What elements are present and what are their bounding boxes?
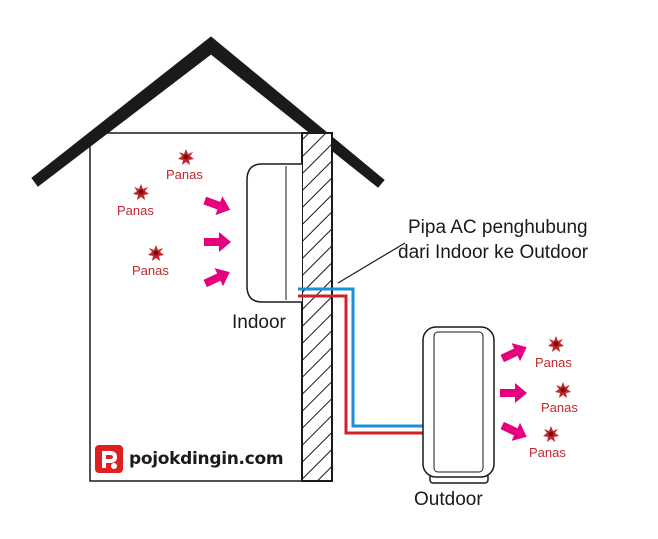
heat-label: Panas [117, 203, 154, 218]
sun-burst-icon [133, 184, 149, 200]
arrow-right-icon [500, 383, 527, 403]
connecting-pipes [298, 287, 424, 435]
sun-burst-icon [178, 149, 194, 165]
sun-burst-icon [555, 382, 571, 398]
sun-burst-icon [543, 426, 559, 442]
flow-arrows [203, 196, 527, 441]
arrow-right-icon [203, 196, 231, 216]
arrow-right-icon [500, 343, 527, 363]
house [31, 36, 385, 482]
house-roof [31, 36, 385, 188]
sun-burst-icon [548, 336, 564, 352]
pipe-pointer-line [337, 242, 406, 284]
pipe-cold [298, 287, 424, 428]
indoor-unit [246, 163, 302, 303]
brand-text: pojokdingin.com [129, 449, 284, 469]
heat-label: Panas [541, 400, 578, 415]
sun-burst-icon [148, 245, 164, 261]
brand-watermark: pojokdingin.com [95, 444, 284, 474]
pipe-hot [298, 294, 424, 435]
pd-logo-icon [95, 445, 123, 473]
heat-bursts [133, 149, 571, 442]
indoor-label: Indoor [232, 312, 286, 333]
arrow-right-icon [203, 268, 230, 288]
pipe-note-line2: dari Indoor ke Outdoor [398, 242, 589, 263]
heat-label: Panas [535, 355, 572, 370]
hatched-wall [301, 132, 333, 482]
arrow-right-icon [204, 232, 231, 252]
heat-label: Panas [529, 445, 566, 460]
heat-label: Panas [166, 167, 203, 182]
arrow-right-icon [500, 421, 527, 441]
pipe-note-line1: Pipa AC penghubung [408, 217, 588, 238]
heat-label: Panas [132, 263, 169, 278]
outdoor-label: Outdoor [414, 489, 483, 510]
outdoor-unit [422, 326, 495, 484]
